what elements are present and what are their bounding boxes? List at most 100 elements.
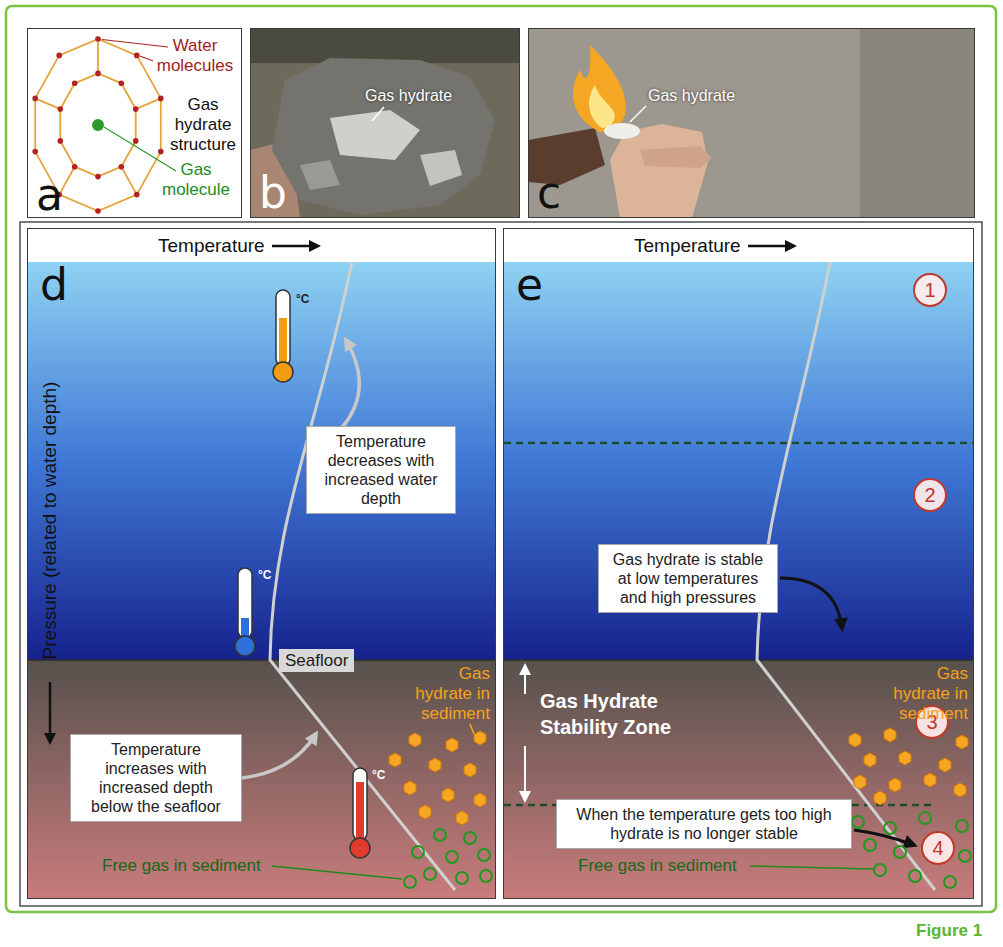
water-column-e-part	[757, 262, 935, 890]
panel-letter: e	[516, 263, 543, 307]
callout-text: Gas hydrate is stable at low temperature…	[606, 550, 770, 607]
callout-box: Temperature increases with increased dep…	[70, 734, 242, 822]
water-column-d-part-part	[464, 763, 476, 777]
water-column-d-part-part	[434, 829, 446, 841]
water-column-e-part	[504, 442, 973, 445]
hydrate-structure-part-part	[95, 208, 101, 214]
hydrate-structure-part-part	[121, 167, 137, 195]
sediment-photo-part	[272, 58, 495, 215]
water-column-d-part	[338, 340, 359, 432]
water-column-d-part-part	[456, 811, 468, 825]
water-column-e-part-part	[959, 850, 971, 862]
burning-hydrate-photo-part	[573, 45, 626, 132]
hydrate-structure-part-part	[134, 192, 140, 198]
water-column-e-part-part	[864, 839, 876, 851]
water-column-e-part-part	[864, 753, 876, 767]
water-column-d-part-part	[350, 838, 370, 858]
water-column-e-part-part	[939, 758, 951, 772]
seafloor-tag: Seafloor	[279, 649, 354, 672]
hydrate-structure-part	[104, 127, 176, 171]
callout-text: Temperature increases with increased dep…	[78, 740, 234, 816]
water-column-e-part-part	[899, 751, 911, 765]
hydrate-structure-part-part	[119, 81, 125, 87]
panel-e: e 1 2Gas hydrate is stable at low temperat…	[503, 228, 974, 899]
burning-hydrate-photo-part	[604, 123, 640, 139]
part-label: Water molecules	[153, 36, 237, 76]
water-column-e-part-part	[889, 778, 901, 792]
water-column-e-part-part	[874, 791, 886, 805]
hydrate-structure-part-part	[58, 106, 64, 112]
hydrate-structure	[27, 28, 242, 218]
water-column-d-part-part	[235, 636, 255, 656]
water-column-d-part-part	[273, 362, 293, 382]
part-label: Gas molecule	[158, 160, 234, 200]
sediment-photo-part	[420, 150, 462, 186]
burning-hydrate-photo-part	[528, 28, 975, 218]
water-column-d-part-part	[409, 733, 421, 747]
water-column-e-part	[852, 812, 971, 888]
water-column-d-part-part	[464, 832, 476, 844]
water-column-e-part-part	[944, 876, 956, 888]
water-column-d-part-part	[480, 870, 492, 882]
figure-frame-part	[6, 6, 996, 912]
callout-text: Temperature decreases with increased wat…	[314, 432, 448, 508]
water-column-d-part	[272, 245, 318, 248]
hydrate-structure-part	[92, 119, 104, 131]
panel-letter: c	[537, 171, 561, 215]
panel-b: b	[250, 28, 520, 218]
callout-number: 2	[924, 485, 935, 505]
hydrate-structure-part-part	[32, 96, 38, 102]
water-column-e-part	[750, 866, 873, 869]
sediment-photo-part	[372, 107, 384, 121]
hydrate-structure-part-part	[133, 138, 139, 144]
water-column-d-part	[242, 734, 316, 778]
water-column-e-part-part	[894, 846, 906, 858]
water-column-d	[28, 229, 495, 898]
water-column-d-part-part	[404, 876, 416, 888]
water-column-e-part	[504, 262, 973, 660]
figure-frame-part	[20, 222, 982, 906]
water-column-d-part-part	[456, 872, 468, 884]
water-column-e-part	[524, 666, 526, 694]
water-column-e-part-part	[849, 733, 861, 747]
hydrate-structure-part	[27, 28, 242, 218]
burning-hydrate-photo-part	[860, 28, 975, 218]
water-column-d-part-part	[478, 849, 490, 861]
part-label: Gas hydrate structure	[165, 95, 241, 155]
burning-hydrate-photo	[528, 28, 975, 218]
hydrate-structure-part-part	[158, 149, 164, 155]
water-column-e-part	[780, 578, 842, 628]
water-column-d-part-part	[419, 805, 431, 819]
water-column-e-part-part	[854, 775, 866, 789]
zone-label: Free gas in sediment	[102, 856, 261, 876]
water-column-d-part-part	[404, 781, 416, 795]
water-column-e-part	[748, 245, 794, 248]
callout-box: When the temperature gets too high hydra…	[556, 799, 852, 849]
water-column-d-part	[28, 262, 495, 660]
water-column-d-part	[270, 262, 455, 890]
sediment-photo-part	[250, 28, 520, 63]
seafloor-label: Seafloor	[285, 650, 348, 671]
water-column-e-part-part	[956, 820, 968, 832]
water-column-d-part	[28, 659, 495, 661]
water-column-e-part-part	[954, 783, 966, 797]
zone-circle: 1	[913, 273, 947, 307]
hydrate-structure-part-part	[95, 174, 101, 180]
zone-circle: 4	[921, 831, 955, 865]
water-column-e-part-part	[956, 735, 968, 749]
water-column-d-part-part	[412, 846, 424, 858]
water-column-d-part-part	[389, 753, 401, 767]
callout-box: Gas hydrate is stable at low temperature…	[598, 544, 778, 613]
hydrate-structure-part-part	[58, 138, 64, 144]
water-column-d-part-part	[424, 868, 436, 880]
water-column-d-part	[404, 829, 492, 888]
photo-label: Gas hydrate	[365, 86, 452, 105]
burning-hydrate-photo-part	[630, 106, 646, 122]
water-column-d-part	[49, 682, 52, 742]
water-column-e-part	[504, 229, 973, 262]
axis-label: Pressure (related to water depth)	[39, 381, 62, 659]
panel-letter: a	[36, 173, 63, 217]
callout-number: 1	[924, 280, 935, 300]
water-column-d-part	[28, 660, 495, 898]
water-column-d-part	[235, 290, 370, 858]
